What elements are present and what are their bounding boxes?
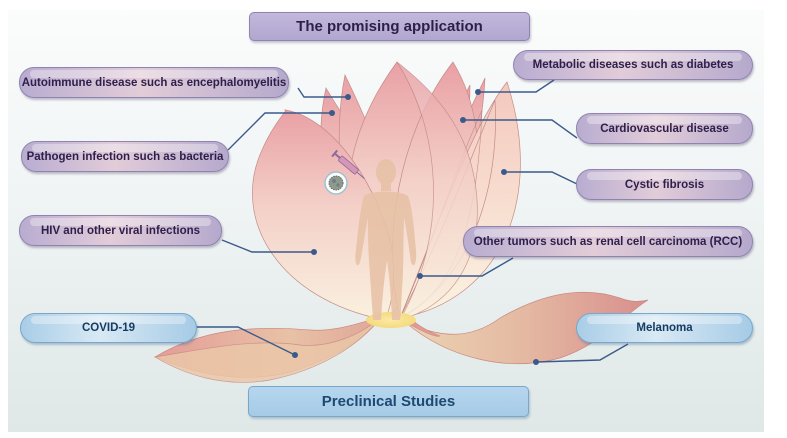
pill-cystic: Cystic fibrosis: [576, 169, 753, 200]
connector-lines: [196, 79, 629, 363]
footer-banner: Preclinical Studies: [248, 386, 529, 417]
pill-autoimmune: Autoimmune disease such as encephalomyel…: [19, 67, 289, 98]
connector-cystic: [504, 171, 578, 185]
pill-hiv: HIV and other viral infections: [19, 215, 222, 246]
pill-tumors: Other tumors such as renal cell carcinom…: [463, 226, 753, 257]
virus-cell-icon: [324, 171, 348, 195]
connector-autoimmune: [297, 87, 348, 98]
footer-title: Preclinical Studies: [321, 393, 456, 410]
connector-cardio: [463, 119, 578, 139]
header-banner: The promising application: [249, 12, 530, 41]
human-figure: [355, 159, 417, 320]
connector-metabolic: [478, 79, 555, 93]
syringe-icon: [331, 149, 365, 179]
pill-pathogen: Pathogen infection such as bacteria: [21, 141, 229, 172]
pill-cardio: Cardiovascular disease: [576, 113, 753, 144]
connector-pathogen: [227, 112, 332, 151]
connector-melanoma: [535, 343, 629, 363]
pill-metabolic: Metabolic diseases such as diabetes: [513, 50, 753, 80]
pill-melanoma: Melanoma: [576, 313, 753, 343]
connector-dots: [292, 89, 539, 365]
connector-hiv: [221, 239, 314, 253]
petal-front-right: [396, 61, 478, 321]
pill-covid: COVID-19: [20, 313, 197, 343]
leaf-right: [404, 291, 649, 364]
connector-covid: [196, 326, 296, 356]
connector-tumors: [420, 257, 514, 277]
header-title: The promising application: [296, 18, 483, 35]
